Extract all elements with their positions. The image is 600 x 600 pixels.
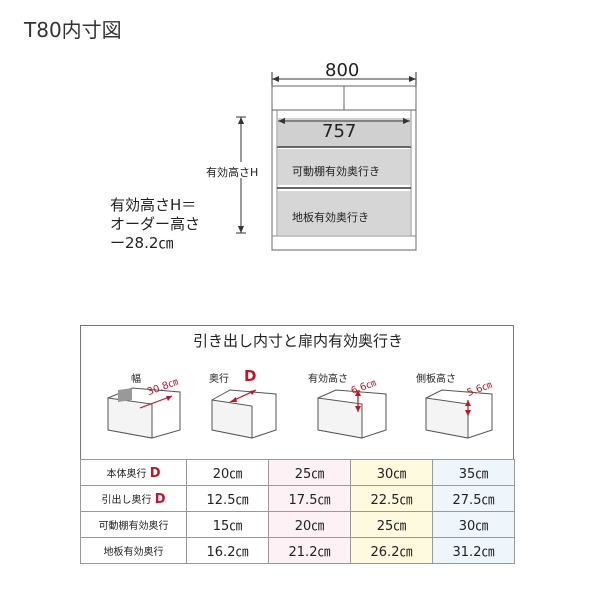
table-cell: 31.2㎝ bbox=[432, 537, 515, 564]
cabinet-diagram bbox=[236, 72, 417, 251]
drawer-width-icon bbox=[107, 387, 181, 439]
table-cell: 25㎝ bbox=[350, 511, 433, 538]
table-cell: 30㎝ bbox=[432, 511, 515, 538]
depth-value: D bbox=[244, 367, 257, 385]
height-note-line-2: オーダー高さ bbox=[110, 215, 201, 233]
depth-label: 奥行 bbox=[209, 374, 229, 385]
row-header: 引出し奥行 D bbox=[80, 485, 187, 512]
height-label-drawer: 有効高さ bbox=[308, 374, 348, 385]
table-cell: 20㎝ bbox=[268, 511, 351, 538]
height-note-line-3: ー28.2㎝ bbox=[110, 234, 174, 252]
inner-width-label: 757 bbox=[322, 121, 357, 142]
drawer-table-title: 引き出し内寸と扉内有効奥行き bbox=[192, 332, 403, 350]
drawer-spec-table: 本体奥行 D 20㎝ 25㎝ 30㎝ 35㎝ 引出し奥行 D 12.5㎝ 17.… bbox=[80, 459, 515, 564]
table-row: 可動棚有効奥行 15㎝ 20㎝ 25㎝ 30㎝ bbox=[80, 511, 515, 538]
table-cell: 27.5㎝ bbox=[432, 485, 515, 512]
table-cell: 15㎝ bbox=[186, 511, 269, 538]
floor-depth-label: 地板有効奥行き bbox=[292, 211, 369, 224]
table-cell: 20㎝ bbox=[186, 459, 269, 486]
table-row: 引出し奥行 D 12.5㎝ 17.5㎝ 22.5㎝ 27.5㎝ bbox=[80, 485, 515, 512]
table-cell: 26.2㎝ bbox=[350, 537, 433, 564]
table-cell: 12.5㎝ bbox=[186, 485, 269, 512]
drawer-side-height-icon bbox=[425, 389, 493, 439]
height-label: 有効高さH bbox=[206, 166, 259, 179]
table-cell: 30㎝ bbox=[350, 459, 433, 486]
row-header: 地板有効奥行 bbox=[80, 537, 187, 564]
row-header: 本体奥行 D bbox=[80, 459, 187, 486]
outer-width-label: 800 bbox=[325, 60, 360, 81]
row-header: 可動棚有効奥行 bbox=[80, 511, 187, 538]
shelf-depth-label: 可動棚有効奥行き bbox=[292, 165, 380, 178]
width-label: 幅 bbox=[131, 374, 141, 385]
table-cell: 21.2㎝ bbox=[268, 537, 351, 564]
table-cell: 25㎝ bbox=[268, 459, 351, 486]
height-note-line-1: 有効高さH＝ bbox=[110, 196, 197, 214]
table-row: 地板有効奥行 16.2㎝ 21.2㎝ 26.2㎝ 31.2㎝ bbox=[80, 537, 515, 564]
drawer-illustrations bbox=[107, 387, 493, 439]
table-cell: 35㎝ bbox=[432, 459, 515, 486]
table-cell: 22.5㎝ bbox=[350, 485, 433, 512]
table-row: 本体奥行 D 20㎝ 25㎝ 30㎝ 35㎝ bbox=[80, 459, 515, 486]
height-note: 有効高さH＝ オーダー高さ ー28.2㎝ bbox=[110, 196, 200, 253]
table-cell: 16.2㎝ bbox=[186, 537, 269, 564]
side-height-label: 側板高さ bbox=[416, 374, 456, 385]
drawer-height-icon bbox=[317, 389, 387, 439]
drawer-depth-icon bbox=[211, 389, 277, 439]
page-title: T80内寸図 bbox=[24, 18, 122, 42]
table-cell: 17.5㎝ bbox=[268, 485, 351, 512]
